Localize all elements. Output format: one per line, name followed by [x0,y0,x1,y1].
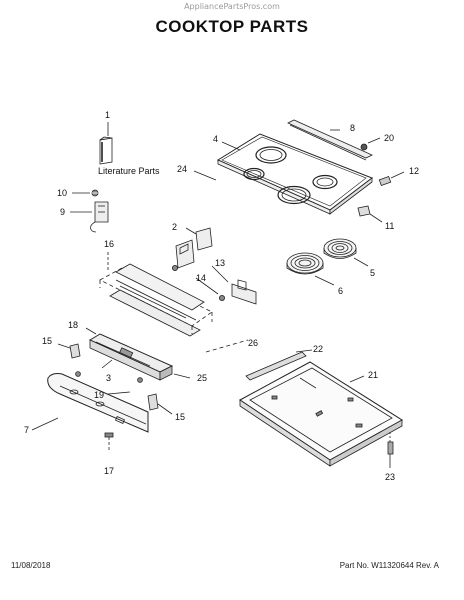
terminal-12 [378,171,405,187]
callout-9: 9 [60,207,65,217]
bracket-9 [70,201,109,233]
callout-21: 21 [368,370,378,380]
literature-label: Literature Parts [98,166,160,176]
callout-15-left: 15 [42,336,52,346]
clip-11 [357,205,383,223]
screw-14a [171,264,178,271]
page-title: COOKTOP PARTS [155,17,309,36]
support-pan-21 [239,361,403,467]
callout-25: 25 [197,373,207,383]
callout-24: 24 [177,164,187,174]
callout-6: 6 [338,286,343,296]
rear-trim [287,119,373,161]
screw-23 [387,432,394,468]
callout-13: 13 [215,258,225,268]
callout-11: 11 [385,221,394,231]
bracket-2 [175,227,213,269]
clip-15-left [57,343,81,359]
literature-booklet [99,136,113,165]
callout-18: 18 [68,320,78,330]
callout-5: 5 [370,268,375,278]
control-board-18 [88,333,174,381]
footer-part-info: Part No. W11320644 Rev. A [339,561,439,570]
screw-10 [72,189,99,197]
callout-23: 23 [385,472,395,482]
callout-17: 17 [104,466,114,476]
callout-20: 20 [384,133,394,143]
callout-1: 1 [105,110,110,120]
callout-4: 4 [213,134,218,144]
screw-17 [104,432,114,452]
callout-22: 22 [313,344,323,354]
burner-element-5 [323,238,369,267]
callout-7: 7 [24,425,29,435]
control-panel-trim-7 [31,373,149,433]
burner-element-6 [286,252,335,286]
screw-19b [137,377,143,383]
callout-19: 19 [94,390,104,400]
cooktop-glass [216,133,374,215]
screw-14b [218,294,225,301]
callout-2: 2 [172,222,177,232]
bracket-13 [231,279,257,305]
callout-15-right: 15 [175,412,185,422]
callout-16: 16 [104,239,114,249]
screw-20 [360,143,368,151]
callout-3: 3 [106,373,111,383]
strip-22 [245,349,313,381]
connector-26 [205,339,249,353]
screw-19a [75,371,81,377]
callout-14: 14 [196,273,206,283]
watermark: AppliancePartsPros.com [184,2,280,11]
control-housing-16 [99,263,213,337]
callout-12: 12 [409,166,419,176]
callouts: 1 4 24 8 20 12 11 10 9 2 16 13 14 5 6 18… [24,110,419,482]
callout-8: 8 [350,123,355,133]
footer-date: 11/08/2018 [11,561,51,570]
callout-26: 26 [248,338,258,348]
callout-10: 10 [57,188,67,198]
clip-15-right [147,393,173,415]
